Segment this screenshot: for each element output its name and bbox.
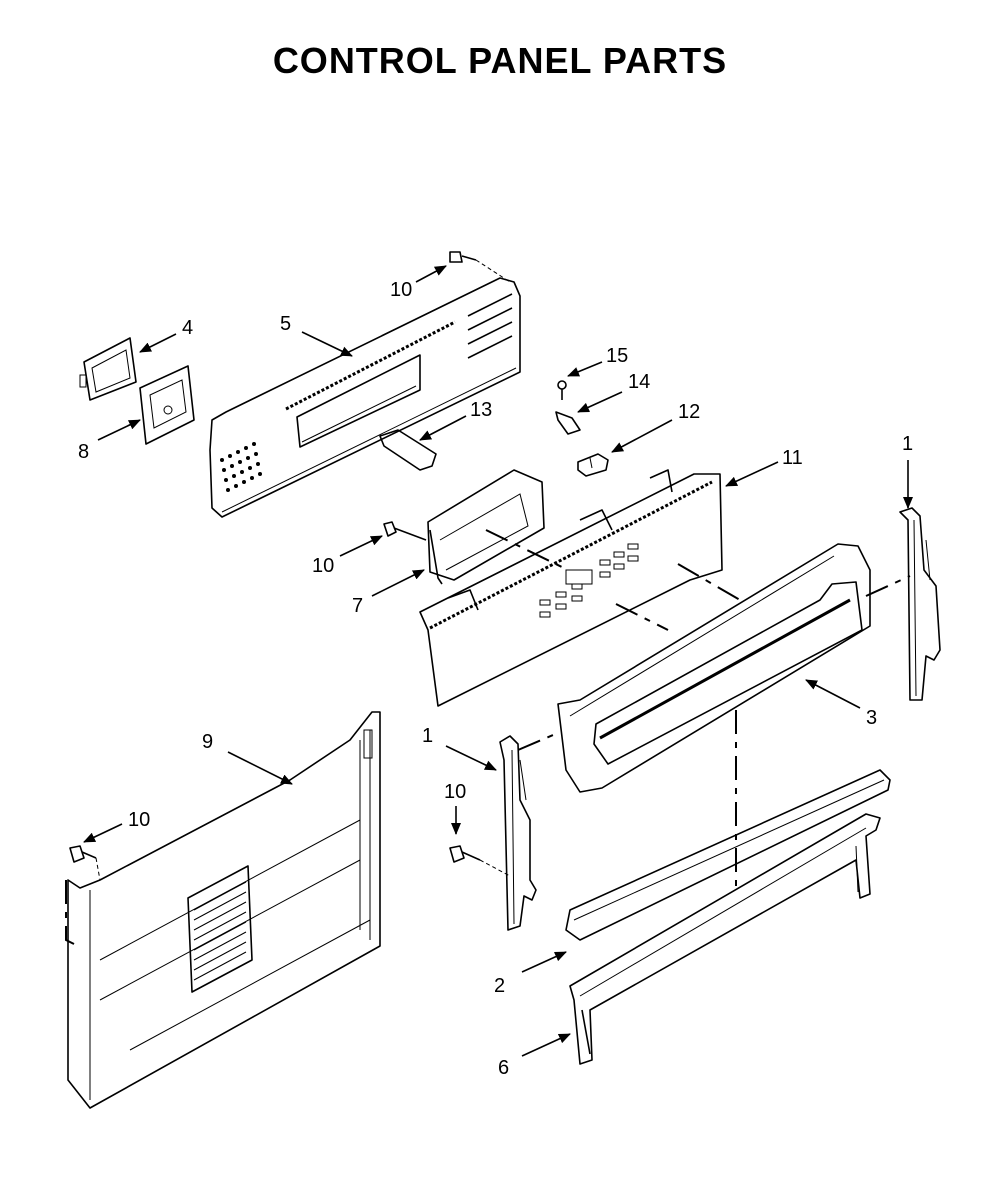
leader-lines: [83, 265, 913, 1057]
callout-6: 6: [498, 1057, 509, 1079]
callout-2: 2: [494, 975, 505, 997]
callout-7: 7: [352, 595, 363, 617]
callout-10-top: 10: [390, 279, 412, 301]
callout-10-left: 10: [128, 809, 150, 831]
callout-15: 15: [606, 345, 628, 367]
part-10-screw-left: [69, 845, 101, 881]
part-13-ribbon-cable: [379, 429, 437, 471]
part-7-housing-bracket: [427, 469, 545, 585]
part-5-rear-cover: [209, 277, 521, 518]
callout-3: 3: [866, 707, 877, 729]
page-title: CONTROL PANEL PARTS: [272, 40, 728, 81]
part-11-keypad-panel: [419, 469, 723, 707]
assembly-lines: [65, 529, 911, 945]
part-6-support-channel: [569, 813, 881, 1065]
callout-13: 13: [470, 399, 492, 421]
part-14-bracket: [555, 411, 581, 435]
callout-9: 9: [202, 731, 213, 753]
part-4-board: [79, 337, 137, 401]
callout-4: 4: [182, 317, 193, 339]
callout-12: 12: [678, 401, 700, 423]
callout-labels: 10 5 4 8 13 15 14 12 11 10 7 1 3 1 9 10 …: [78, 279, 913, 1079]
callout-11: 11: [782, 447, 803, 469]
part-1-side-bracket-left: [499, 735, 537, 931]
part-1-side-bracket-right: [899, 507, 941, 701]
callout-1-left: 1: [422, 725, 433, 747]
callout-10-mid: 10: [312, 555, 334, 577]
part-10-screw-top: [449, 251, 511, 283]
callout-1-right: 1: [902, 433, 913, 455]
part-10-screw-mid: [383, 521, 427, 541]
part-8-control-board: [139, 365, 195, 445]
part-2-strip: [565, 769, 891, 941]
part-9-back-panel: [67, 711, 381, 1109]
part-15-screw: [557, 380, 567, 400]
part-10-screw-center: [449, 845, 511, 877]
part-3-panel-trim: [557, 543, 871, 793]
callout-5: 5: [280, 313, 291, 335]
callout-14: 14: [628, 371, 650, 393]
part-12-clip: [577, 453, 609, 477]
callout-10-center: 10: [444, 781, 466, 803]
callout-8: 8: [78, 441, 89, 463]
